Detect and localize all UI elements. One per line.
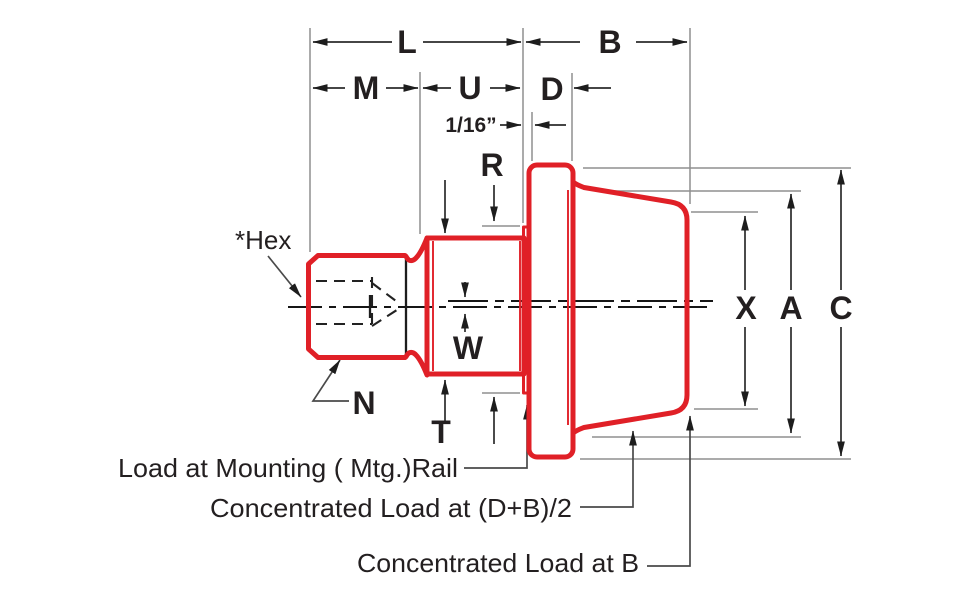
label-D: D bbox=[540, 71, 563, 107]
drill-point-lower bbox=[371, 307, 401, 327]
hex-socket-hidden-lines bbox=[316, 255, 408, 357]
extension-lines bbox=[309, 28, 851, 460]
annotations: Load at Mounting ( Mtg.)Rail Concentrate… bbox=[118, 453, 639, 578]
centerlines bbox=[288, 295, 713, 318]
note-concentrated-load-b: Concentrated Load at B bbox=[357, 548, 639, 578]
note-concentrated-load-mid: Concentrated Load at (D+B)/2 bbox=[210, 493, 572, 523]
label-R: R bbox=[480, 147, 503, 183]
label-L: L bbox=[397, 24, 417, 60]
dimension-labels: L B M U D 1/16” R N T W X A C *Hex bbox=[235, 24, 853, 450]
label-X: X bbox=[735, 290, 757, 326]
label-T: T bbox=[431, 414, 451, 450]
label-hex: *Hex bbox=[235, 225, 291, 255]
label-gap: 1/16” bbox=[445, 114, 496, 137]
dimension-lines bbox=[312, 38, 845, 457]
stud-outline bbox=[306, 235, 430, 378]
leader-hex bbox=[267, 255, 302, 298]
note-load-at-rail: Load at Mounting ( Mtg.)Rail bbox=[118, 453, 458, 483]
label-M: M bbox=[353, 70, 380, 106]
label-N: N bbox=[352, 385, 375, 421]
label-W: W bbox=[453, 330, 484, 366]
drill-point-upper bbox=[371, 282, 401, 305]
flange-outline bbox=[526, 162, 576, 460]
label-U: U bbox=[458, 70, 481, 106]
label-A: A bbox=[779, 290, 802, 326]
label-B: B bbox=[598, 24, 621, 60]
leader-load-mid bbox=[580, 430, 637, 508]
wheel-outline bbox=[570, 179, 690, 436]
leader-load-b bbox=[647, 415, 694, 567]
leader-n bbox=[311, 359, 349, 402]
part-outline bbox=[306, 162, 690, 460]
label-C: C bbox=[829, 290, 852, 326]
leader-rail bbox=[464, 404, 531, 469]
